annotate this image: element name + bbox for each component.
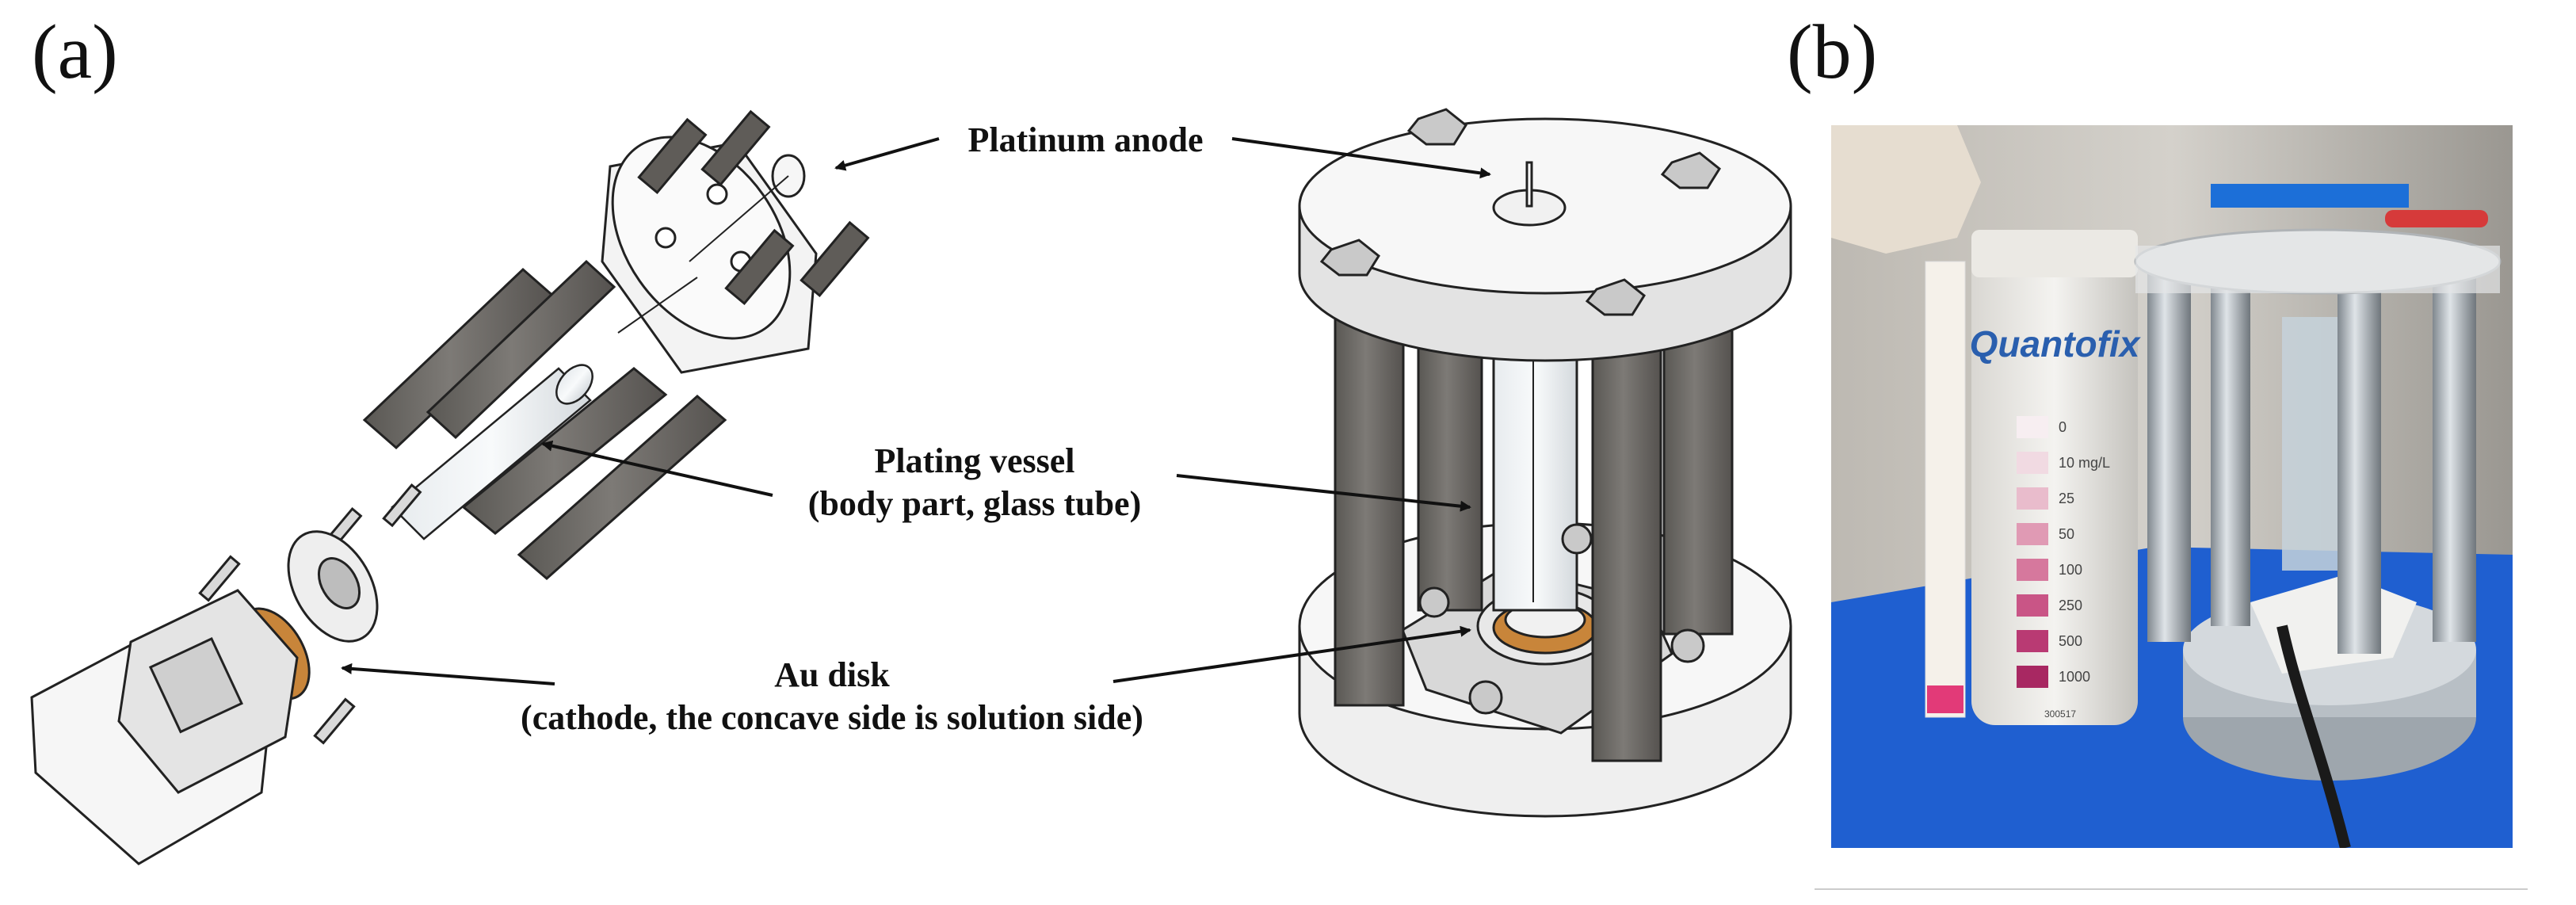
photo-strip-tube: [1971, 242, 2138, 725]
assembled-glass-tube: [1492, 262, 1578, 612]
photo-scale-7: 1000: [2059, 669, 2090, 685]
callout-plating-vessel-detail: (body part, glass tube): [807, 484, 1142, 523]
callout-plating-vessel-title: Plating vessel: [874, 441, 1075, 480]
assembled-top-plate: [1298, 117, 1792, 362]
callout-plating-vessel: Plating vessel (body part, glass tube): [737, 440, 1212, 525]
photo-scale-2: 25: [2059, 491, 2074, 506]
photo-scale-6: 500: [2059, 633, 2082, 649]
photo-plating-cell: [2134, 184, 2502, 848]
vessel-arrow-left: [541, 440, 773, 497]
callout-arrows: [341, 137, 1491, 685]
callout-au-disk-detail: (cathode, the concave side is solution s…: [521, 698, 1143, 737]
assembled-view: [1298, 108, 1792, 818]
photo-scale-3: 50: [2059, 526, 2074, 542]
anode-arrow-right: [1231, 137, 1491, 179]
photo-lot-number: 300517: [2044, 708, 2076, 720]
callout-au-disk: Au disk (cathode, the concave side is so…: [507, 654, 1157, 739]
photo-scale-0: 0: [2059, 419, 2067, 435]
assembled-top-bolts: [1319, 108, 1721, 316]
exploded-glass-tube: [391, 364, 593, 540]
photo-color-scale: [2017, 416, 2048, 688]
callout-platinum-anode-text: Platinum anode: [967, 120, 1204, 159]
photo-scale-4: 100: [2059, 562, 2082, 578]
photo-scale-1: 10 mg/L: [2059, 455, 2110, 471]
vessel-arrow-right: [1176, 474, 1471, 512]
assembled-flange-bolts: [1418, 523, 1705, 715]
panel-b-label: (b): [1787, 10, 1878, 95]
exploded-anode-pin: [617, 154, 806, 334]
callout-platinum-anode: Platinum anode: [919, 119, 1252, 162]
cathode-arrow-left: [341, 663, 555, 685]
photo-scale-5: 250: [2059, 598, 2082, 613]
photo-test-strip: [1925, 261, 1966, 718]
exploded-top-bolts: [637, 109, 870, 306]
exploded-flange: [287, 530, 379, 643]
panel-a-label: (a): [32, 10, 118, 95]
cathode-arrow-right: [1112, 625, 1471, 683]
photo-brand-text: Quantofix: [1970, 323, 2142, 365]
exploded-view: [30, 109, 870, 865]
assembled-back-rods: [1334, 307, 1734, 707]
assembled-front-rods: [1591, 315, 1662, 762]
callout-au-disk-title: Au disk: [774, 655, 890, 694]
anode-arrow-left: [834, 137, 940, 171]
exploded-rods: [362, 259, 727, 580]
exploded-small-screws: [198, 483, 422, 745]
exploded-base: [30, 589, 299, 865]
